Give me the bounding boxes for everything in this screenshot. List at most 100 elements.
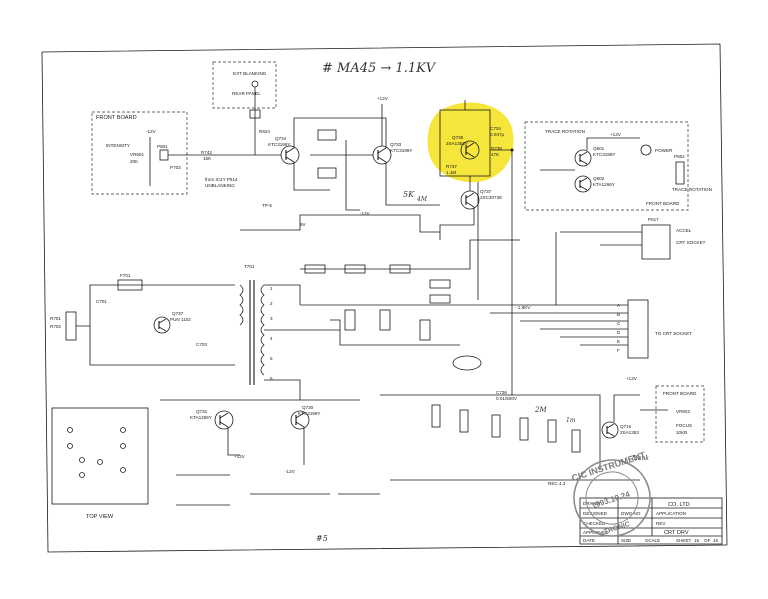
tp-wire — [240, 214, 350, 231]
f701-label: F701 — [120, 273, 131, 278]
handwritten-4m: 4M — [416, 196, 428, 203]
pin-a-label: A — [617, 303, 621, 308]
supply-neg12v-2: -12V — [360, 211, 371, 216]
title-dwg-no: DWG NO — [621, 511, 641, 516]
q734-label: Q734 — [275, 136, 287, 141]
vr602-value: 10KB — [676, 430, 687, 435]
c736-label: C736 — [496, 390, 507, 395]
t701-secondary-3 — [264, 379, 301, 400]
f701-fuse — [117, 279, 143, 291]
title-sheet-no: 15 — [694, 538, 700, 543]
supply-12v-top: +12V — [377, 96, 389, 101]
power-lamp — [640, 144, 652, 156]
from-ic-label: from IC4Y P514 — [205, 177, 238, 182]
title-drawn: DRAWN — [583, 501, 600, 506]
title-rev: REV — [656, 521, 666, 526]
supply-neg12v-label: -12V — [146, 129, 157, 134]
pin-d-label: D — [617, 330, 621, 335]
q733-emitter-wire — [385, 162, 440, 206]
title-size: SIZE — [621, 538, 631, 543]
q737-type: 2SC3072E — [480, 195, 502, 200]
front-board-focus-block — [655, 385, 705, 443]
front-board-mid-label: FRONT BOARD — [646, 201, 680, 206]
sheet-border-top — [41, 43, 728, 546]
title-block — [579, 497, 723, 545]
q731-transistor — [214, 410, 234, 430]
trace-supply-wire — [586, 137, 640, 150]
intensity-label: INTENSITY — [106, 143, 130, 148]
t701-secondary-1 — [264, 284, 301, 305]
vr602-label: VR602 — [676, 409, 690, 414]
t701-pin-5: 5 — [270, 356, 273, 361]
q737b-label: Q737 — [172, 311, 184, 316]
q716-transistor — [601, 421, 619, 439]
q731-emitter-wire — [227, 427, 240, 456]
c724-part — [317, 129, 337, 141]
q602-type: KTA1266Y — [593, 182, 615, 187]
p701-connector — [249, 109, 261, 119]
q731-label: Q731 — [196, 409, 208, 414]
handwritten-circle — [452, 355, 482, 371]
front-board-right-label: FRONT BOARD — [663, 391, 697, 396]
q734-transistor — [280, 145, 300, 165]
lower-hv-bus — [380, 394, 601, 470]
ext-blanking-jack — [251, 80, 259, 88]
r701-label: R701 — [50, 316, 61, 321]
crt-socket-label: CRT SOCKET — [676, 240, 706, 245]
q733-type: KTC3198Y — [390, 148, 412, 153]
q737-transistor — [460, 190, 480, 210]
title-sheet-total: 16 — [713, 538, 719, 543]
c726-part — [317, 167, 337, 179]
rear-panel-block — [212, 61, 277, 109]
p602-connector — [675, 161, 685, 185]
handwritten-top-note: # MA45 → 1.1KV — [322, 61, 437, 76]
p601-connector — [159, 149, 169, 161]
t701-pin-numbers: 1 2 3 4 5 6 — [270, 286, 273, 381]
c701-label: C701 — [96, 299, 107, 304]
q734-type: KTC3198Y — [268, 142, 290, 147]
p701-main-connector — [627, 299, 649, 359]
supply-12v-right: +12V — [626, 376, 638, 381]
p617-socket — [641, 224, 671, 260]
pin-b-label: B — [617, 312, 620, 317]
front-board-left-block — [91, 111, 188, 195]
t701-pin-3: 3 — [270, 316, 273, 321]
p701-pins: A B C D E F — [617, 303, 621, 353]
to-crt-socket-label: TO CRT SOCKET — [655, 331, 692, 336]
supply-12v-low: +12V — [234, 454, 246, 459]
trace-rotation-label: TRACE ROTATION — [545, 129, 585, 134]
unblanking-label: UNBLANKING — [205, 183, 235, 188]
rear-panel-label: REAR PANEL — [232, 91, 261, 96]
ext-blanking-label: EXT BLANKING — [233, 71, 267, 76]
q735-type: 2SA1358Y — [446, 141, 468, 146]
neg12v-wire — [345, 140, 360, 211]
ht-wire — [350, 214, 440, 233]
title-checked: CHECKED — [583, 521, 606, 526]
q601-transistor — [574, 149, 592, 167]
r737-value: 1.1M — [446, 170, 456, 175]
q730-label: Q730 — [302, 405, 314, 410]
pin-f-label: F — [617, 348, 620, 353]
power-input-wire-top — [76, 284, 235, 327]
p703-label: P703 — [170, 165, 181, 170]
t701-pin-4: 4 — [270, 336, 273, 341]
q737b-transistor — [153, 316, 171, 334]
q734-emitter-wire — [293, 162, 330, 191]
q731-type: KTA1266Y — [190, 415, 212, 420]
q730-type: KTC3198Y — [298, 411, 320, 416]
stamp-ring-text: CIC INSTRUMENT — [570, 450, 647, 483]
vr601-value: 20K — [130, 159, 139, 164]
power-input-connector — [65, 311, 77, 341]
trace-rotation-coil-label: TRACE ROTATION — [672, 187, 712, 192]
handwritten-blank: blank — [632, 455, 649, 462]
r738-value: 47K — [491, 152, 500, 157]
title-scale: SCALE — [645, 538, 660, 543]
q735-transistor — [460, 140, 480, 160]
q730-transistor — [290, 410, 310, 430]
c734-value: 0.047μ — [490, 132, 504, 137]
nine-volt-label: 9V — [300, 222, 307, 227]
front-board-left-label: FRONT BOARD — [96, 115, 137, 121]
power-label: POWER — [655, 148, 673, 153]
